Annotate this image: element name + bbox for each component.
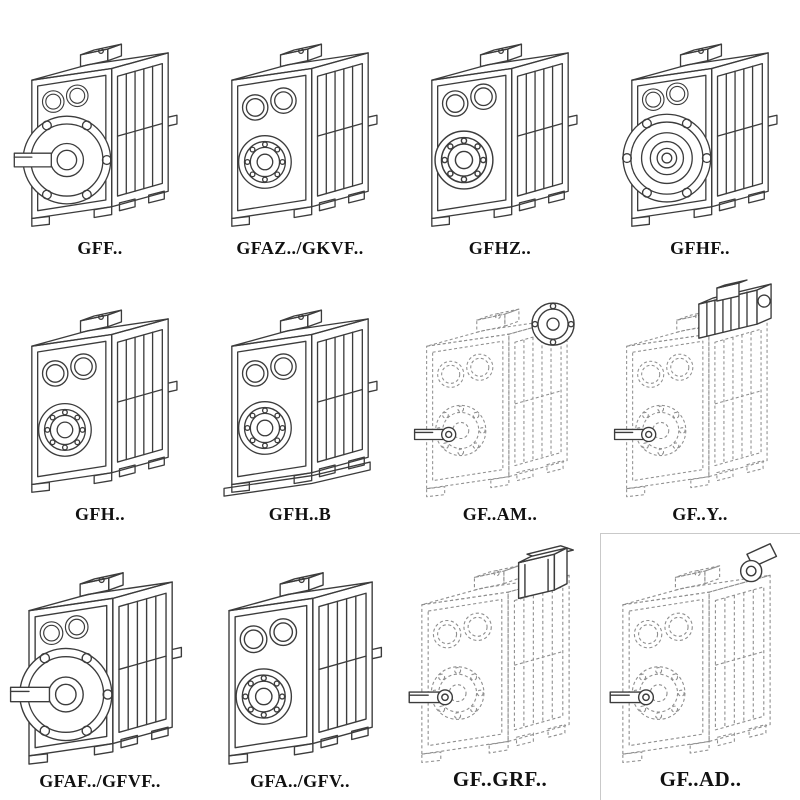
gearbox-drawing-shaft-mounted [231, 43, 378, 227]
output-shaft [408, 689, 454, 706]
gearbox-drawing-flange-mounted [13, 43, 178, 227]
cooling-ribs [316, 62, 363, 197]
gearbox-drawing-input-shaft-adapter [609, 543, 777, 764]
catalog-cell-gf-y: GF..Y.. [600, 267, 800, 534]
output-bearing [237, 401, 292, 456]
model-label: GF..AD.. [659, 766, 742, 791]
output-shaft [609, 689, 654, 706]
cooling-ribs-dashed [514, 328, 562, 467]
gearbox-drawing-with-motor [613, 279, 772, 498]
cooling-ribs [316, 329, 363, 464]
housing-outline-dashed [421, 565, 570, 764]
cooling-ribs-dashed [513, 586, 564, 731]
input-shaft-stub [171, 646, 183, 660]
cooling-ribs-dashed [714, 586, 764, 731]
input-shaft-stub [371, 646, 383, 660]
gearbox-drawing-hollow-flange [621, 43, 778, 227]
housing-outline-dashed [626, 308, 768, 498]
cooling-ribs [318, 592, 367, 734]
catalog-cell-gfaf: GFAF../GFVF.. [0, 533, 200, 800]
gear-bores [441, 83, 497, 117]
gearbox-drawing-motor-adapter [413, 302, 575, 498]
gear-bores-dashed [633, 612, 693, 649]
gear-bores [241, 86, 297, 121]
gear-bores [39, 615, 89, 646]
input-shaft-stub [767, 114, 778, 127]
hollow-shaft-bearing [434, 130, 494, 190]
electric-motor [698, 279, 772, 340]
catalog-cell-gfhz: GFHZ.. [400, 0, 600, 267]
gear-bores-dashed [432, 612, 492, 649]
input-shaft-stub [167, 380, 178, 393]
input-shaft-adapter [739, 543, 777, 583]
catalog-cell-gfa: GFA../GFV.. [200, 533, 400, 800]
output-shaft [613, 427, 657, 443]
cooling-ribs [118, 592, 167, 734]
output-flange-hollow [621, 113, 712, 203]
model-label: GFHF.. [670, 237, 730, 258]
housing-outline [228, 572, 373, 765]
catalog-cell-gfh: GFH.. [0, 267, 200, 534]
gearbox-drawing-hollow-shaft-foot [31, 309, 178, 494]
model-label: GF..AM.. [462, 504, 538, 525]
output-shaft [413, 427, 457, 443]
gear-bores [241, 353, 297, 388]
gearbox-drawing-shaft-mounted [228, 572, 383, 765]
gearbox-drawing-flange-mounted [9, 572, 183, 765]
catalog-cell-gf-am: GF..AM.. [400, 267, 600, 534]
gear-bores-dashed [637, 354, 694, 389]
model-label: GFA../GFV.. [250, 770, 350, 791]
model-label: GF..Y.. [672, 504, 728, 525]
gearbox-drawing-hollow-shaft [431, 43, 578, 227]
catalog-cell-gfhb: GFH..B [200, 267, 400, 534]
model-label: GFH.. [75, 504, 125, 525]
housing-outline [231, 309, 369, 494]
catalog-cell-gf-grf: GF..GRF.. [400, 533, 600, 800]
model-label: GFAZ../GKVF.. [236, 237, 364, 258]
cooling-ribs [116, 62, 163, 197]
catalog-cell-gfaz: GFAZ../GKVF.. [200, 0, 400, 267]
input-shaft-stub [567, 114, 578, 127]
cooling-ribs [116, 329, 163, 464]
gear-bores [41, 353, 97, 388]
input-gear-adapter [517, 545, 575, 600]
input-shaft-stub [367, 114, 378, 127]
housing-outline [31, 309, 169, 494]
cooling-ribs [516, 62, 563, 197]
output-bearing [235, 668, 293, 725]
output-bearing [237, 134, 292, 189]
gear-bores [239, 618, 298, 654]
base-plate [223, 461, 371, 498]
gear-bores [641, 82, 689, 111]
housing-outline [231, 43, 369, 227]
gearbox-drawing-gear-adapter [408, 545, 575, 764]
output-shaft [13, 152, 52, 168]
output-shaft [9, 686, 51, 703]
cooling-ribs [716, 62, 763, 197]
gear-bores-dashed [437, 354, 494, 389]
output-bearing [37, 403, 92, 458]
input-shaft-stub [167, 114, 178, 127]
gearbox-drawing-hollow-shaft-base [223, 309, 378, 498]
input-adapter-flange [531, 302, 575, 347]
model-label: GFHZ.. [468, 237, 532, 258]
housing-outline-dashed [621, 565, 771, 764]
gear-bores [41, 84, 89, 113]
model-label: GFH..B [268, 504, 332, 525]
model-label: GFAF../GFVF.. [39, 770, 161, 791]
catalog-cell-gfhf: GFHF.. [600, 0, 800, 267]
catalog-cell-gf-ad: GF..AD.. [600, 533, 800, 800]
model-label: GF..GRF.. [452, 766, 548, 791]
cooling-ribs-dashed [714, 328, 762, 467]
input-shaft-stub [367, 380, 378, 393]
catalog-cell-gff: GFF.. [0, 0, 200, 267]
model-label: GFF.. [77, 237, 123, 258]
